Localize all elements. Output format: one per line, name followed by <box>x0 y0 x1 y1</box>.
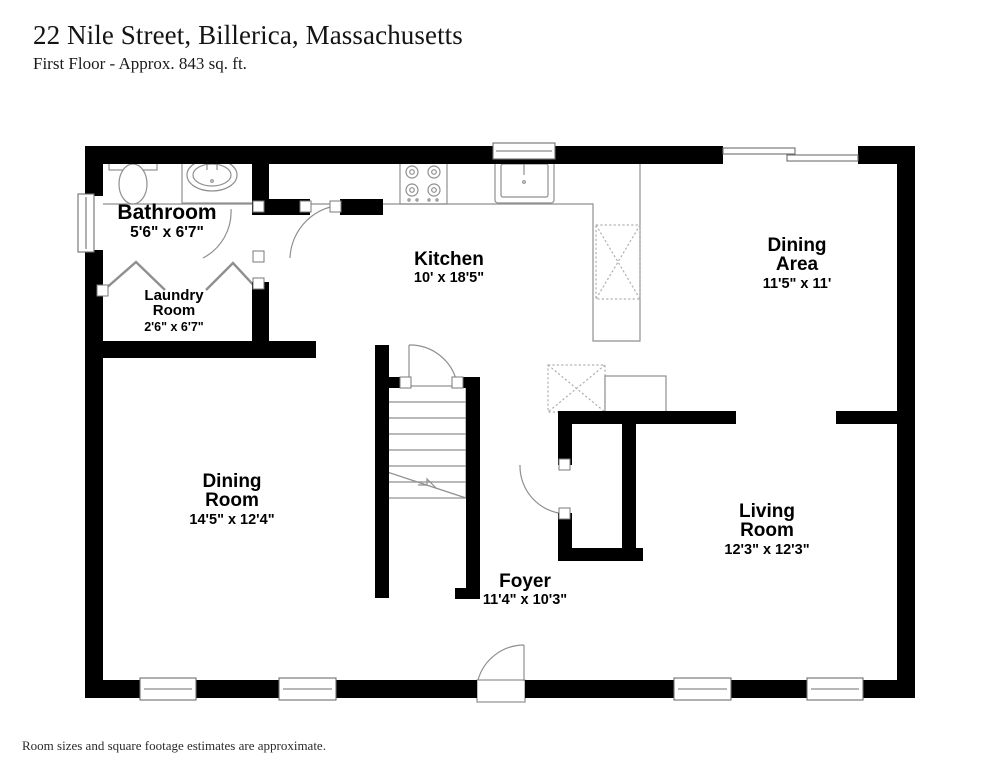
wall-layer <box>85 146 915 698</box>
wall-stair-west <box>375 345 389 598</box>
wall-bath-east-upper <box>252 155 269 207</box>
bathroom-door-swing <box>202 208 232 259</box>
laundry-bifold-left <box>103 260 166 291</box>
page-subtitle: First Floor - Approx. 843 sq. ft. <box>33 54 247 74</box>
laundry-bifold-right <box>205 261 259 291</box>
front-door-swing <box>476 644 526 703</box>
jamb-stair-b <box>451 376 464 389</box>
wall-hall-stub <box>340 199 383 215</box>
foyer-door-swing <box>519 464 567 515</box>
wall-south-c <box>335 680 477 698</box>
wall-stair-east <box>466 377 480 598</box>
jamb-foyer-a <box>558 458 571 471</box>
wall-stair-jamb-right <box>452 377 480 388</box>
jamb-bath-a <box>252 200 265 213</box>
window-south-3 <box>673 677 732 701</box>
wall-laundry-south <box>103 341 316 358</box>
foyer-closet <box>547 364 667 414</box>
jamb-foyer-b <box>558 507 571 520</box>
wall-north-left <box>85 146 723 164</box>
openings-layer <box>77 142 864 701</box>
wall-south-b <box>195 680 280 698</box>
staircase <box>380 385 467 499</box>
wall-foyer-west-upper <box>558 411 572 465</box>
window-south-1 <box>139 677 197 701</box>
window-west <box>77 193 95 253</box>
window-south-2 <box>278 677 337 701</box>
jamb-hall-b <box>329 200 342 213</box>
jamb-laundry-a <box>96 284 109 297</box>
wall-south-d <box>525 680 675 698</box>
wall-east <box>897 146 915 698</box>
window-south-4 <box>806 677 864 701</box>
wall-bath-stub <box>252 199 310 215</box>
wall-bath-east-lower <box>252 282 269 349</box>
wall-stair-foot <box>455 588 480 599</box>
wall-west-bottom <box>85 250 103 698</box>
jamb-stair-a <box>399 376 412 389</box>
wall-living-north <box>636 411 736 424</box>
wall-west-top <box>85 146 103 196</box>
wall-living-north-right <box>836 411 898 424</box>
stair-door-swing <box>408 344 458 384</box>
jamb-hall-a <box>299 200 312 213</box>
upper-cabinet-kitchen <box>595 224 641 300</box>
page-title: 22 Nile Street, Billerica, Massachusetts <box>33 20 463 50</box>
jamb-laundry-b <box>252 277 265 290</box>
jamb-bath-b <box>252 250 265 263</box>
wall-foyer-south <box>558 548 643 561</box>
disclaimer-text: Room sizes and square footage estimates … <box>22 738 326 753</box>
range-icon <box>399 156 448 205</box>
title-block: 22 Nile Street, Billerica, Massachusetts… <box>33 20 463 74</box>
sliding-door <box>722 147 859 162</box>
wall-foyer-east <box>622 411 636 561</box>
window-north-kitchen <box>492 142 556 160</box>
door-jambs <box>96 200 571 520</box>
wall-south-e <box>730 680 808 698</box>
